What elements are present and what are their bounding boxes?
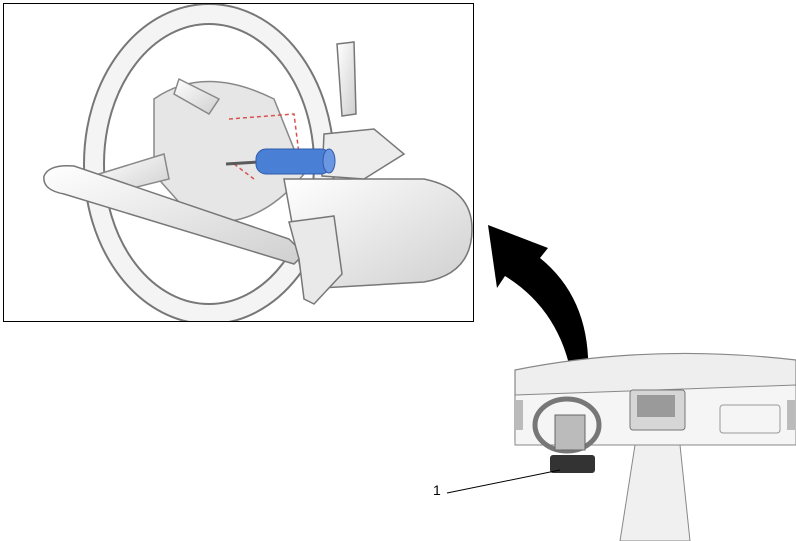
column-bracket [288,215,343,305]
left-vent [515,400,523,430]
detail-view-frame [3,3,474,322]
callout-label-1: 1 [433,482,441,498]
small-steering-wheel [532,396,602,454]
small-steering-column [554,414,586,451]
instrument-panel-overview [505,345,796,541]
right-vent [787,400,795,430]
instrument-panel-overview-illustration [514,352,796,541]
wiper-lever [336,41,357,117]
center-console [619,444,691,541]
knee-bolster-area [550,455,595,473]
steering-column-detail-illustration [43,4,473,321]
blue-screwdriver-icon [225,148,336,175]
upper-spoke [173,77,221,115]
hidden-fastener-outline [228,113,300,180]
